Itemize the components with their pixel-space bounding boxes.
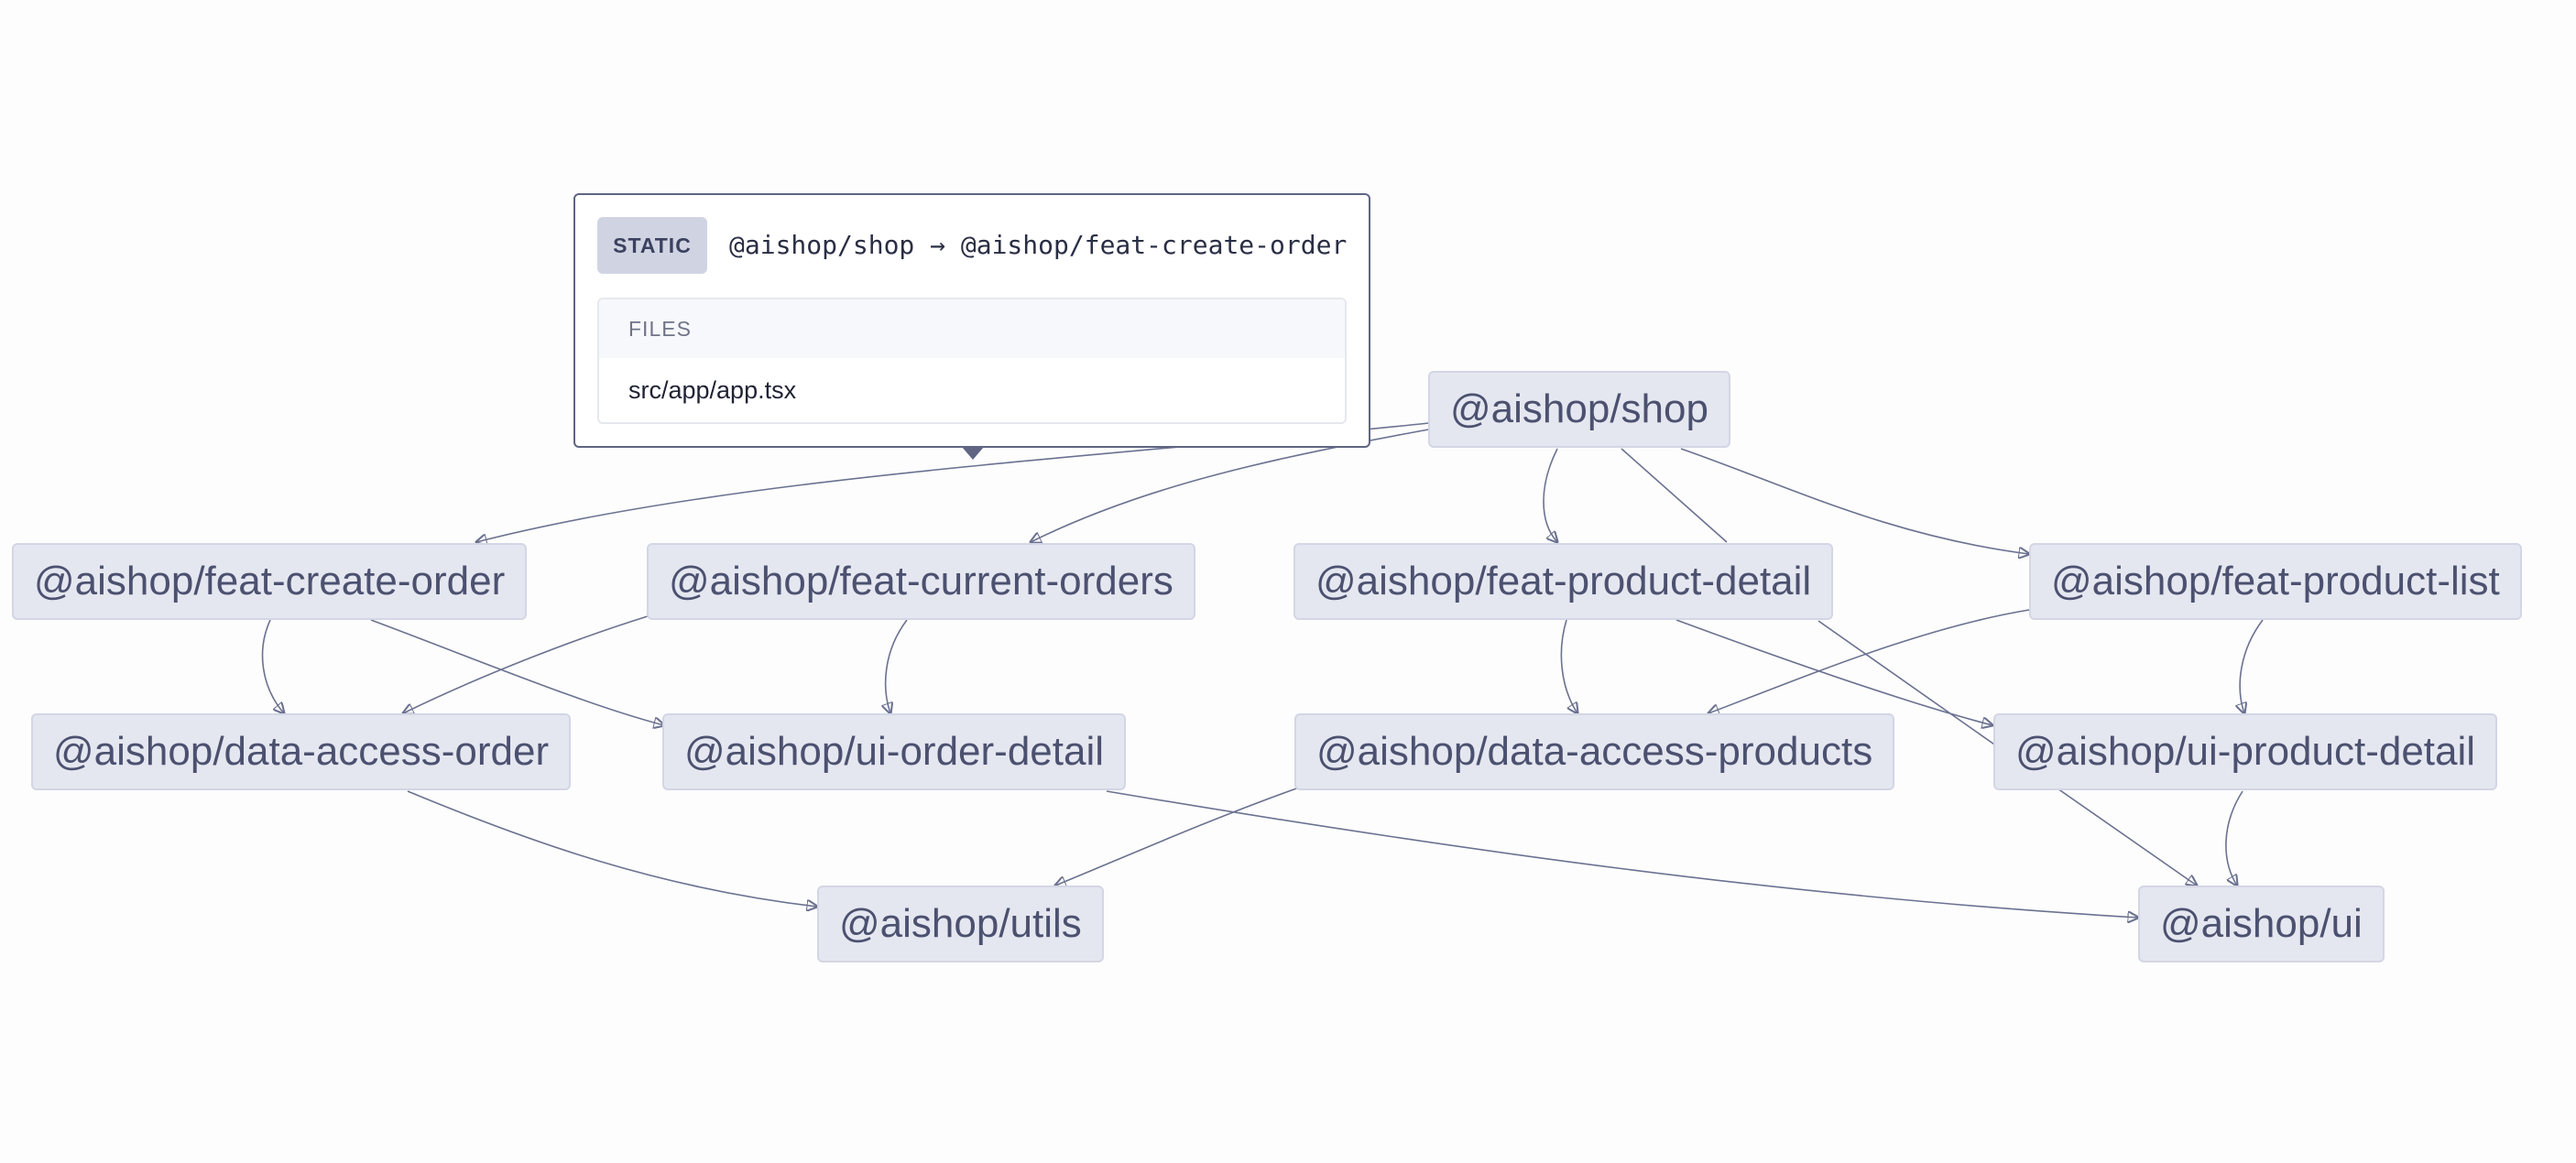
node-feat-current-orders[interactable]: @aishop/feat-current-orders xyxy=(647,543,1195,620)
edge-data-access-order-to-utils[interactable] xyxy=(407,790,817,907)
edge-feat-create-order-to-data-access-order[interactable] xyxy=(261,619,284,713)
node-shop[interactable]: @aishop/shop xyxy=(1428,371,1730,448)
edge-feat-product-detail-to-data-access-products[interactable] xyxy=(1560,619,1577,713)
files-header: FILES xyxy=(599,299,1345,358)
edge-feat-product-detail-to-ui-product-detail[interactable] xyxy=(1675,619,1992,725)
file-item[interactable]: src/app/app.tsx xyxy=(628,376,797,404)
edge-shop-to-ui[interactable] xyxy=(1621,448,2197,886)
node-utils[interactable]: @aishop/utils xyxy=(817,886,1104,962)
edge-feat-create-order-to-ui-order-detail[interactable] xyxy=(370,619,664,725)
node-data-access-order[interactable]: @aishop/data-access-order xyxy=(31,713,572,790)
node-feat-product-list[interactable]: @aishop/feat-product-list xyxy=(2029,543,2522,620)
edge-feat-product-list-to-ui-product-detail[interactable] xyxy=(2240,619,2264,713)
edge-type-badge: STATIC xyxy=(597,217,707,274)
node-ui-order-detail[interactable]: @aishop/ui-order-detail xyxy=(662,713,1127,790)
edge-data-access-products-to-utils[interactable] xyxy=(1055,787,1300,886)
node-ui[interactable]: @aishop/ui xyxy=(2138,886,2385,962)
edge-shop-to-feat-product-list[interactable] xyxy=(1680,448,2029,554)
edge-ui-product-detail-to-ui[interactable] xyxy=(2225,790,2243,886)
files-panel: FILES src/app/app.tsx xyxy=(597,298,1347,424)
node-ui-product-detail[interactable]: @aishop/ui-product-detail xyxy=(1993,713,2498,790)
edge-shop-to-feat-product-detail[interactable] xyxy=(1543,448,1557,542)
edge-feat-current-orders-to-ui-order-detail[interactable] xyxy=(886,619,908,713)
edge-tooltip: STATIC @aishop/shop → @aishop/feat-creat… xyxy=(573,193,1370,448)
edge-ui-order-detail-to-ui[interactable] xyxy=(1106,790,2138,918)
node-data-access-products[interactable]: @aishop/data-access-products xyxy=(1294,713,1895,790)
edge-label: @aishop/shop → @aishop/feat-create-order xyxy=(729,230,1348,260)
tooltip-pointer xyxy=(962,447,984,460)
node-feat-create-order[interactable]: @aishop/feat-create-order xyxy=(12,543,528,620)
edge-feat-current-orders-to-data-access-order[interactable] xyxy=(403,614,651,713)
edge-feat-product-list-to-data-access-products[interactable] xyxy=(1708,609,2030,713)
node-feat-product-detail[interactable]: @aishop/feat-product-detail xyxy=(1293,543,1834,620)
